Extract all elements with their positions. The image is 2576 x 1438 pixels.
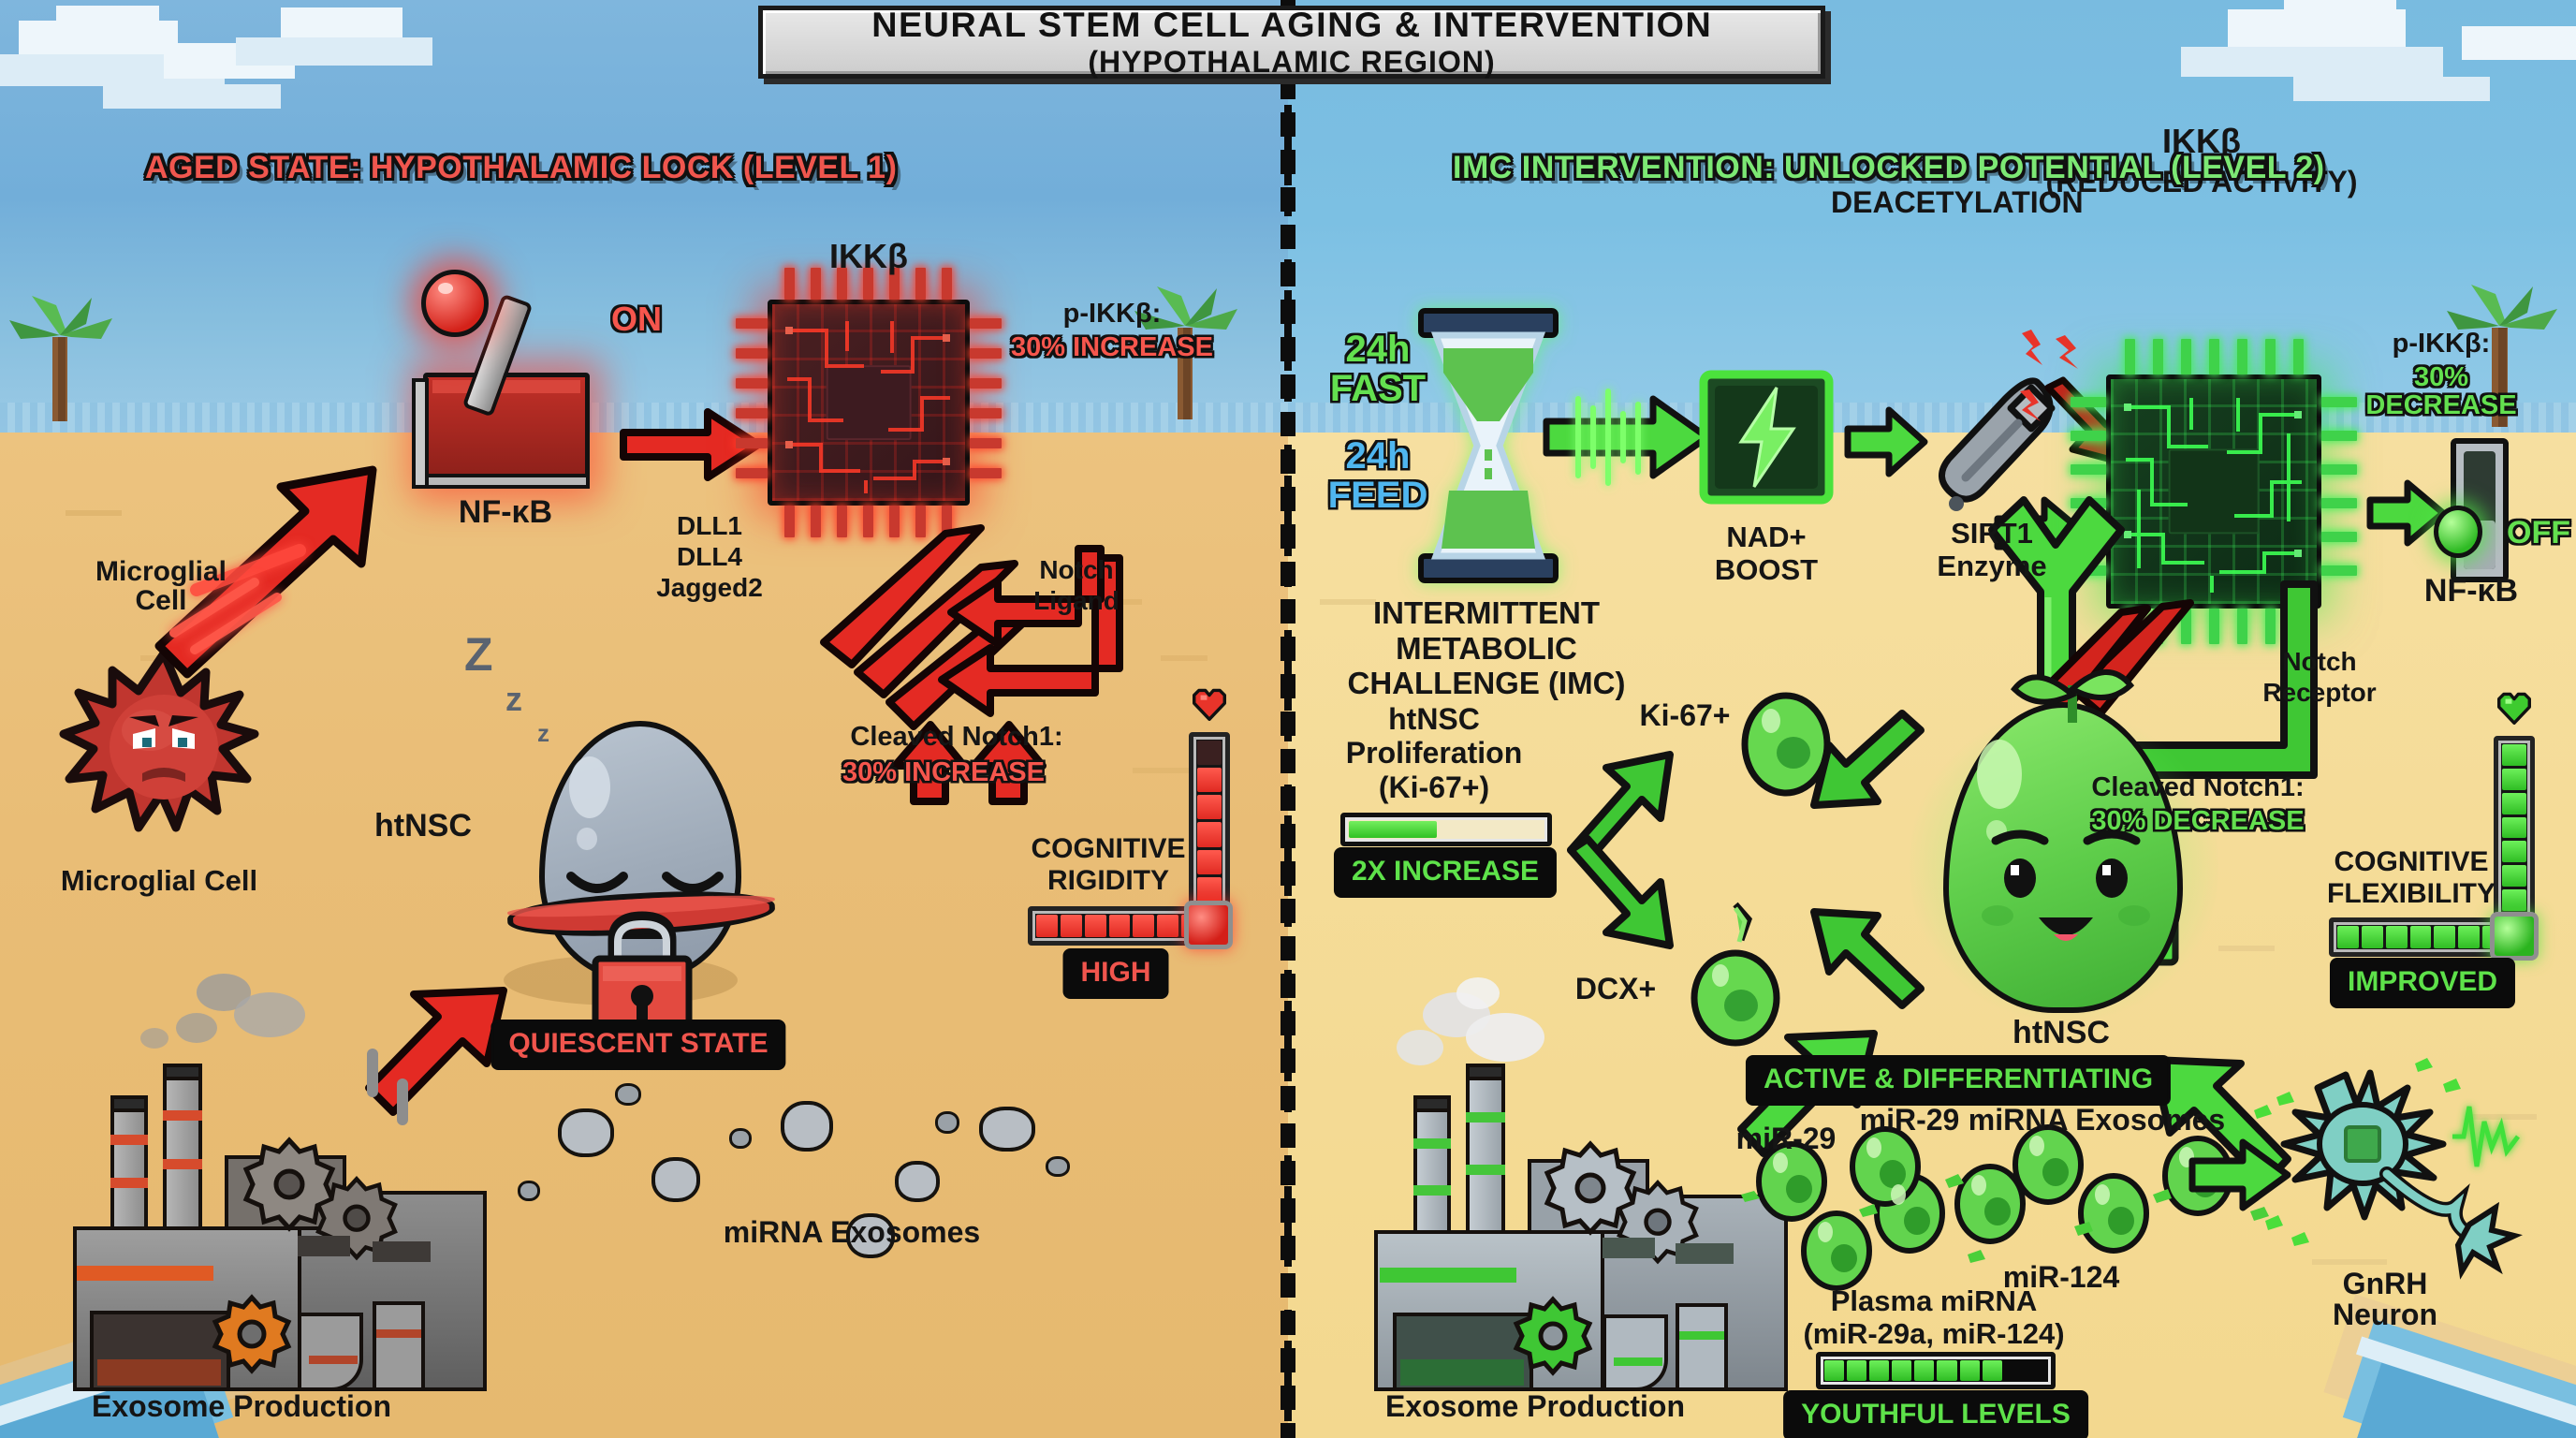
quiescent-state-banner: QUIESCENT STATE bbox=[493, 1022, 783, 1067]
plasma-segment bbox=[2005, 1360, 2025, 1381]
page-title-plate: NEURAL STEM CELL AGING & INTERVENTION (H… bbox=[758, 6, 1825, 79]
cleaved-notch1-title-right: Cleaved Notch1: bbox=[2091, 772, 2305, 802]
flexibility-knob bbox=[2490, 912, 2539, 961]
mir29-label-a: miR-29 bbox=[1735, 1122, 1837, 1155]
proliferation-progress-bar bbox=[1340, 813, 1552, 846]
factory-gear-silver-1 bbox=[1544, 1140, 1637, 1236]
cognitive-flexibility-meter: COGNITIVE FLEXIBILITY IMPROVED bbox=[2321, 682, 2576, 1005]
factory-gear-orange bbox=[212, 1294, 292, 1374]
cognitive-rigidity-status: HIGH bbox=[1065, 951, 1166, 996]
cleaved-notch1-value-left: 30% INCREASE bbox=[842, 757, 1045, 787]
proliferation-status: 2X INCREASE bbox=[1336, 850, 1555, 895]
cognitive-flexibility-status: IMPROVED bbox=[2332, 961, 2513, 1005]
feed-duration-label: 24h FEED bbox=[1327, 435, 1428, 516]
p-ikkb-value-right: 30% DECREASE bbox=[2365, 362, 2517, 421]
plasma-segment bbox=[2027, 1360, 2047, 1381]
plasma-segment bbox=[1892, 1360, 1912, 1381]
plasma-mirna-status: YOUTHFUL LEVELS bbox=[1786, 1393, 2086, 1438]
nfkb-label-left: NF-κB bbox=[458, 494, 553, 530]
nad-boost-label: NAD+ BOOST bbox=[1714, 521, 1819, 587]
gnrh-neuron-label: GnRH Neuron bbox=[2333, 1267, 2437, 1332]
microglial-cell-label-bottom: Microglial Cell bbox=[60, 864, 258, 897]
exosome-production-label-right: Exosome Production bbox=[1384, 1389, 1686, 1423]
plasma-segment bbox=[1869, 1360, 1890, 1381]
rigidity-knob bbox=[1184, 901, 1233, 949]
mir29-label-b: miR-29 bbox=[1859, 1103, 1960, 1137]
notch-ligand-list-label: DLL1 DLL4 Jagged2 bbox=[656, 511, 763, 603]
page-title-line2: (HYPOTHALAMIC REGION) bbox=[1088, 45, 1496, 79]
deacetylation-label: DEACETYLATION bbox=[1831, 185, 2084, 219]
notch-receptor-label: Notch Receptor bbox=[2262, 647, 2377, 708]
sleep-z-mid: z bbox=[505, 680, 522, 718]
sirt1-enzyme-label: SIRT1 Enzyme bbox=[1937, 517, 2047, 583]
imc-caption: INTERMITTENT METABOLIC CHALLENGE (IMC) bbox=[1347, 595, 1626, 701]
p-ikkb-value-left: 30% INCREASE bbox=[1011, 332, 1213, 362]
dcx-label: DCX+ bbox=[1574, 972, 1657, 1005]
plasma-segment bbox=[1824, 1360, 1845, 1381]
cognitive-rigidity-meter: COGNITIVE RIGIDITY HIGH bbox=[1011, 683, 1292, 996]
cleaved-notch1-title-left: Cleaved Notch1: bbox=[850, 722, 1063, 752]
plasma-segment bbox=[1982, 1360, 2002, 1381]
microglial-cell-label-top: Microglial Cell bbox=[95, 556, 227, 617]
nfkb-state-label-right: OFF bbox=[2507, 515, 2570, 550]
plasma-segment bbox=[1847, 1360, 1867, 1381]
sleep-z-large: Z bbox=[464, 628, 493, 681]
page-title-line1: NEURAL STEM CELL AGING & INTERVENTION bbox=[871, 6, 1713, 44]
rigidity-horizontal-bar bbox=[1028, 906, 1211, 946]
ikkb-label-right: IKKβ bbox=[2162, 122, 2241, 160]
panel-header-left: AGED STATE: HYPOTHALAMIC LOCK (LEVEL 1) bbox=[145, 150, 898, 185]
active-differentiating-banner: ACTIVE & DIFFERENTIATING bbox=[1748, 1058, 2169, 1103]
proliferation-label: htNSC Proliferation (Ki-67+) bbox=[1345, 702, 1523, 804]
mir124-label: miR-124 bbox=[2002, 1260, 2120, 1294]
plasma-mirna-label: Plasma miRNA (miR-29a, miR-124) bbox=[1803, 1284, 2065, 1351]
plasma-segment bbox=[1937, 1360, 1957, 1381]
exosome-production-label-left: Exosome Production bbox=[91, 1389, 392, 1423]
p-ikkb-title-right: p-IKKβ: bbox=[2392, 329, 2491, 359]
factory-gear-grey-1 bbox=[242, 1137, 336, 1232]
fast-duration-label: 24h FAST bbox=[1329, 329, 1427, 409]
flexibility-vertical-bar bbox=[2494, 736, 2535, 919]
mirna-exosomes-label-left: miRNA Exosomes bbox=[723, 1215, 981, 1249]
sleep-z-small: z bbox=[537, 719, 549, 747]
plasma-mirna-bar bbox=[1816, 1352, 2056, 1389]
nfkb-state-label-left: ON bbox=[611, 300, 662, 338]
p-ikkb-title-left: p-IKKβ: bbox=[1062, 299, 1162, 329]
mirna-exosomes-label-right: miRNA Exosomes bbox=[1968, 1103, 2226, 1137]
heart-icon-left bbox=[1192, 688, 1226, 721]
htnsc-label-right: htNSC bbox=[2012, 1015, 2110, 1050]
flexibility-horizontal-bar bbox=[2329, 917, 2512, 957]
ikkb-label-left: IKKβ bbox=[829, 237, 908, 275]
factory-gear-green bbox=[1513, 1296, 1593, 1376]
plasma-segment bbox=[1959, 1360, 1980, 1381]
cognitive-rigidity-label: COGNITIVE RIGIDITY bbox=[1031, 833, 1186, 896]
rigidity-vertical-bar bbox=[1189, 732, 1230, 910]
ikkb-sublabel-right: (REDUCED ACTIVITY) bbox=[2045, 165, 2358, 198]
cleaved-notch1-value-right: 30% DECREASE bbox=[2091, 806, 2305, 836]
panel-divider bbox=[1281, 0, 1295, 1438]
htnsc-label-left: htNSC bbox=[374, 808, 472, 844]
cognitive-flexibility-label: COGNITIVE FLEXIBILITY bbox=[2327, 846, 2496, 909]
heart-icon-right bbox=[2497, 692, 2531, 725]
panel-header-right: IMC INTERVENTION: UNLOCKED POTENTIAL (LE… bbox=[1453, 150, 2325, 185]
plasma-segment bbox=[1914, 1360, 1935, 1381]
nfkb-label-right: NF-κB bbox=[2423, 573, 2519, 609]
ki67-label: Ki-67+ bbox=[1639, 698, 1731, 732]
notch-ligand-label-left: Notch Ligand bbox=[1033, 555, 1120, 616]
